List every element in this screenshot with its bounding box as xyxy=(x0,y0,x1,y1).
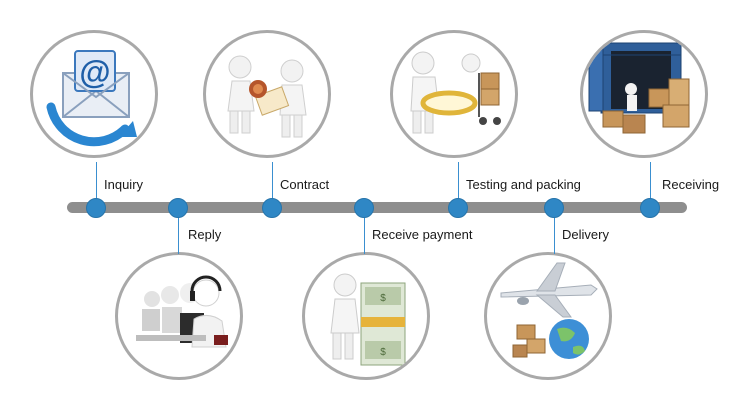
svg-text:$: $ xyxy=(380,293,386,304)
label-receive-payment: Receive payment xyxy=(372,227,473,242)
label-reply: Reply xyxy=(188,227,222,242)
tick-delivery xyxy=(554,216,555,254)
node-receiving xyxy=(640,198,660,218)
inquiry-bubble: @ xyxy=(30,30,158,158)
tick-testing-packing xyxy=(458,162,459,200)
reply-bubble xyxy=(115,252,243,380)
tick-contract xyxy=(272,162,273,200)
node-receive-payment xyxy=(354,198,374,218)
handshake-contract-icon xyxy=(227,55,307,138)
svg-text:@: @ xyxy=(79,54,110,90)
magnifier-inspection-icon xyxy=(410,51,501,134)
node-delivery xyxy=(544,198,564,218)
receiving-bubble xyxy=(580,30,708,158)
container-boxes-icon xyxy=(588,42,690,134)
email-icon: @ xyxy=(46,50,137,147)
svg-text:$: $ xyxy=(380,347,386,358)
node-contract xyxy=(262,198,282,218)
delivery-bubble xyxy=(484,252,612,380)
airplane-globe-icon xyxy=(500,262,598,359)
node-reply xyxy=(168,198,188,218)
label-inquiry: Inquiry xyxy=(104,177,144,192)
label-contract: Contract xyxy=(280,177,330,192)
receive-payment-bubble: $ $ xyxy=(302,252,430,380)
node-inquiry xyxy=(86,198,106,218)
customer-service-icon xyxy=(136,275,228,348)
tick-inquiry xyxy=(96,162,97,200)
money-stack-icon: $ $ xyxy=(330,273,406,366)
tick-reply xyxy=(178,216,179,254)
tick-receive-payment xyxy=(364,216,365,254)
node-testing-packing xyxy=(448,198,468,218)
tick-receiving xyxy=(650,162,651,200)
timeline-bar xyxy=(67,202,687,213)
label-testing-packing: Testing and packing xyxy=(466,177,581,192)
label-delivery: Delivery xyxy=(562,227,609,242)
label-receiving: Receiving xyxy=(662,177,720,192)
testing-packing-bubble xyxy=(390,30,518,158)
contract-bubble xyxy=(203,30,331,158)
